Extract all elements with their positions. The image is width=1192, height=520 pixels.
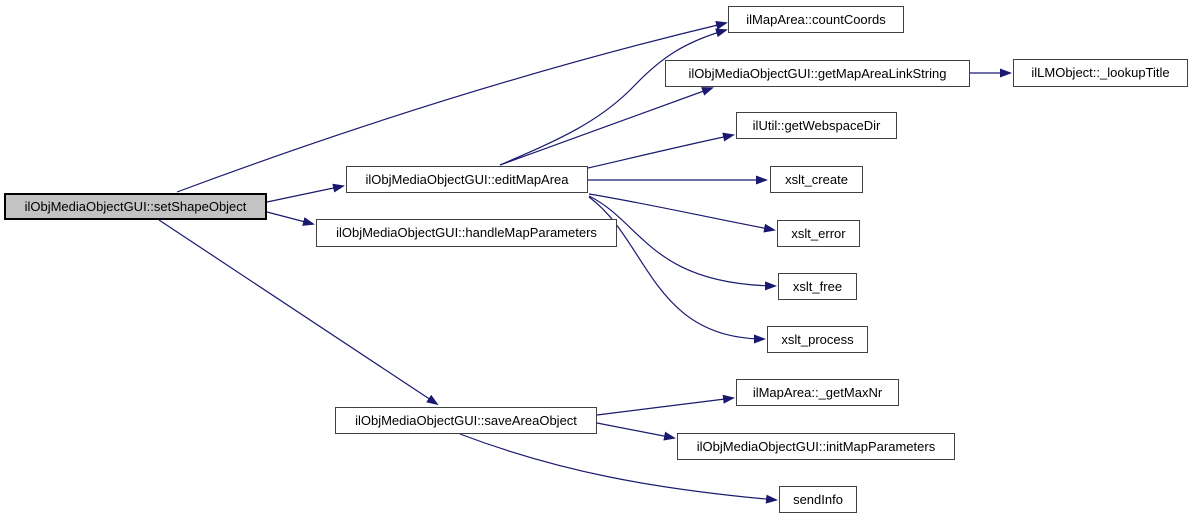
node-xslt-process[interactable]: xslt_process bbox=[767, 326, 868, 353]
edge-setShapeObject-to-countCoords bbox=[176, 20, 728, 193]
edge-editMapArea-to-xslt_free bbox=[588, 195, 777, 291]
node-getWebspaceDir[interactable]: ilUtil::getWebspaceDir bbox=[736, 112, 897, 139]
edge-saveAreaObject-to-getMaxNr bbox=[596, 394, 735, 416]
edge-editMapArea-to-getWebspaceDir bbox=[587, 132, 735, 169]
node-saveAreaObject[interactable]: ilObjMediaObjectGUI::saveAreaObject bbox=[335, 407, 597, 434]
edge-editMapArea-to-xslt_process bbox=[588, 196, 766, 344]
node-editMapArea[interactable]: ilObjMediaObjectGUI::editMapArea bbox=[346, 166, 588, 193]
node-initMapParameters[interactable]: ilObjMediaObjectGUI::initMapParameters bbox=[677, 433, 955, 460]
node-xslt-create[interactable]: xslt_create bbox=[770, 166, 863, 193]
edge-saveAreaObject-to-initMapParameters bbox=[596, 422, 676, 441]
edge-saveAreaObject-to-sendInfo bbox=[459, 433, 778, 504]
node-setShapeObject: ilObjMediaObjectGUI::setShapeObject bbox=[4, 193, 267, 220]
edge-editMapArea-to-getMapAreaLinkString bbox=[499, 87, 714, 166]
node-xslt-free[interactable]: xslt_free bbox=[778, 273, 857, 300]
node-getMaxNr[interactable]: ilMapArea::_getMaxNr bbox=[736, 379, 899, 406]
edge-setShapeObject-to-handleMapParameters bbox=[266, 211, 315, 226]
edge-editMapArea-to-xslt_error bbox=[588, 193, 776, 233]
node-getMapAreaLinkString[interactable]: ilObjMediaObjectGUI::getMapAreaLinkStrin… bbox=[665, 60, 970, 87]
node-lookupTitle[interactable]: ilLMObject::_lookupTitle bbox=[1013, 59, 1188, 87]
node-handleMapParameters[interactable]: ilObjMediaObjectGUI::handleMapParameters bbox=[316, 219, 617, 247]
edge-editMapArea-to-countCoords bbox=[499, 28, 728, 166]
node-sendInfo[interactable]: sendInfo bbox=[779, 486, 857, 513]
node-xslt-error[interactable]: xslt_error bbox=[777, 220, 860, 247]
edge-setShapeObject-to-saveAreaObject bbox=[158, 219, 439, 406]
node-countCoords[interactable]: ilMapArea::countCoords bbox=[728, 6, 904, 33]
edge-setShapeObject-to-editMapArea bbox=[266, 183, 345, 203]
